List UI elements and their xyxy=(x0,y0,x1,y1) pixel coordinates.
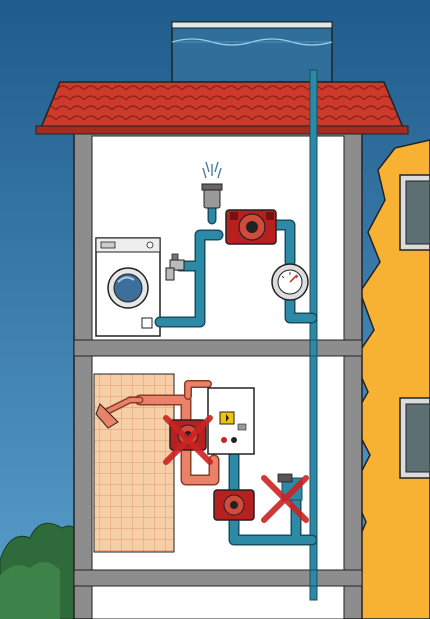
boiler-icon xyxy=(208,388,254,454)
washing-machine-icon xyxy=(96,238,160,336)
circulation-pump-icon xyxy=(226,210,276,244)
floor-slab-upper xyxy=(74,340,362,356)
main-riser-pipe xyxy=(310,70,317,600)
water-tank-icon xyxy=(172,22,332,82)
ground-floor-room xyxy=(92,586,344,619)
window-icon xyxy=(400,175,430,250)
circulation-pump-icon xyxy=(214,490,254,520)
pressure-gauge-icon xyxy=(272,264,308,300)
roof-icon xyxy=(36,82,408,134)
window-icon xyxy=(400,398,430,478)
main-riser-pipe-front xyxy=(310,570,317,586)
main-riser-pipe-front xyxy=(310,340,317,356)
floor-slab-lower xyxy=(74,570,362,586)
